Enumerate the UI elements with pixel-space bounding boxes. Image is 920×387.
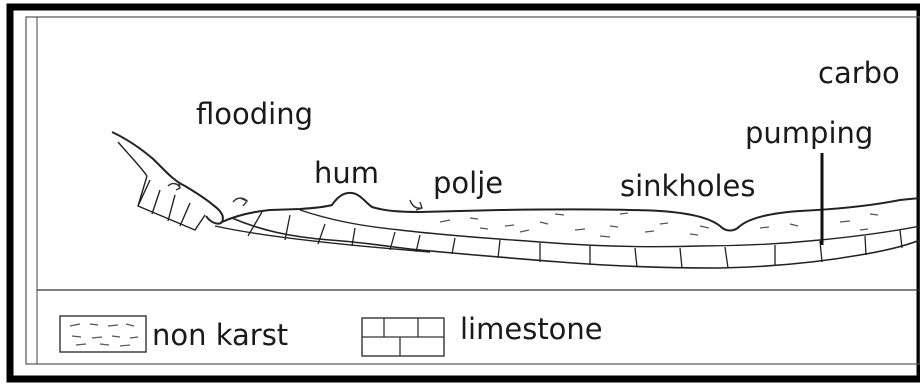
label-carbo: carbo xyxy=(818,56,900,90)
label-pumping: pumping xyxy=(745,116,873,150)
label-hum: hum xyxy=(314,156,379,190)
legend-non-karst: non karst xyxy=(60,316,288,352)
legend-non-karst-swatch xyxy=(60,316,146,352)
label-flooding: flooding xyxy=(196,97,313,131)
label-sinkholes: sinkholes xyxy=(620,169,755,203)
legend-limestone-label: limestone xyxy=(460,312,603,346)
legend-non-karst-label: non karst xyxy=(152,318,288,352)
label-polje: polje xyxy=(433,166,503,200)
